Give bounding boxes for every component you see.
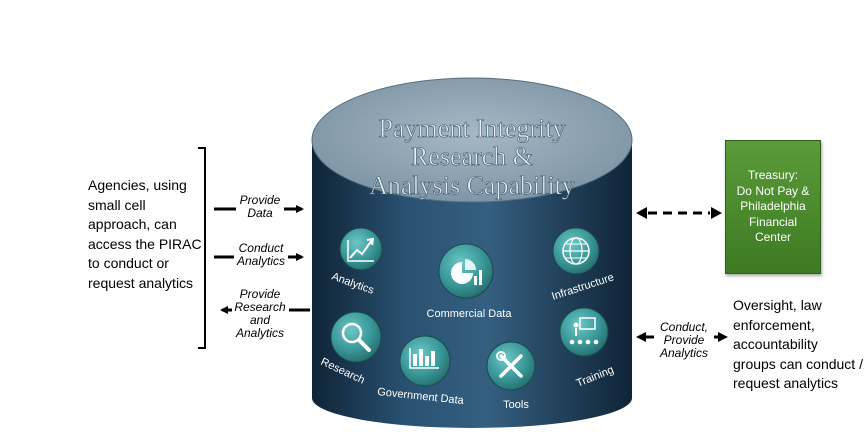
title-line-3: Analysis Capability — [369, 171, 575, 200]
right-flow-line-1: Conduct, — [659, 320, 709, 334]
training-icon — [559, 307, 609, 357]
conduct-analytics-label: Conduct Analytics — [232, 242, 290, 268]
agencies-description: Agencies, using small cell approach, can… — [88, 177, 202, 291]
treasury-label: Treasury: Do Not Pay & Philadelphia Fina… — [736, 168, 810, 245]
title-line-2: Research & — [411, 142, 533, 171]
title-line-1: Payment Integrity — [378, 114, 565, 143]
provide-data-line-1: Provide — [239, 193, 281, 207]
right-flow-line-2: Provide — [663, 333, 705, 347]
provide-research-line-1: Provide — [239, 287, 281, 301]
commercial-data-icon — [438, 243, 494, 299]
right-flow-line-3: Analytics — [659, 346, 709, 360]
commercial-data-label: Commercial Data — [427, 308, 513, 320]
module-tools: Tools — [486, 341, 536, 411]
right-arrows — [636, 207, 728, 342]
provide-data-label: Provide Data — [236, 194, 284, 220]
cylinder-top — [311, 77, 633, 203]
provide-research-line-3: and — [249, 313, 271, 327]
magnifier-icon — [330, 311, 382, 363]
module-training: Training — [559, 307, 616, 390]
module-commercial-data: Commercial Data — [427, 243, 513, 320]
cylinder-title: Payment Integrity Research & Analysis Ca… — [369, 114, 575, 201]
pirac-cylinder: Payment Integrity Research & Analysis Ca… — [311, 77, 633, 428]
provide-research-label: Provide Research and Analytics — [230, 288, 290, 340]
left-arrows — [214, 205, 310, 314]
conduct-provide-analytics-label: Conduct, Provide Analytics — [651, 321, 717, 360]
conduct-analytics-line-2: Analytics — [236, 254, 286, 268]
conduct-analytics-line-1: Conduct — [238, 241, 284, 255]
treasury-box: Treasury: Do Not Pay & Philadelphia Fina… — [725, 140, 821, 274]
agencies-bracket — [198, 147, 206, 349]
provide-research-line-4: Analytics — [235, 326, 285, 340]
analytics-icon — [339, 227, 383, 271]
provide-data-line-2: Data — [247, 206, 273, 220]
provide-research-line-2: Research — [234, 300, 286, 314]
tools-label: Tools — [503, 399, 529, 411]
oversight-description: Oversight, law enforcement, accountabili… — [733, 297, 863, 391]
